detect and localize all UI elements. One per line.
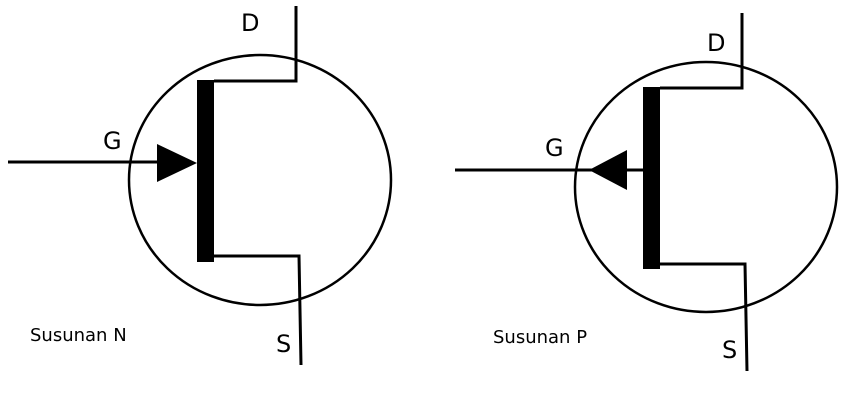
n-channel-caption: Susunan N	[30, 325, 127, 346]
n-channel-source-lead	[214, 254, 303, 366]
p-channel-jfet-symbol: D G S Susunan P	[455, 13, 839, 372]
n-channel-channel-bar	[197, 80, 214, 262]
p-channel-drain-lead	[660, 13, 744, 90]
p-channel-channel-bar	[643, 87, 660, 269]
n-channel-jfet-symbol: D G S Susunan N	[8, 6, 393, 366]
p-channel-gate-label: G	[545, 134, 564, 162]
n-channel-envelope-circle	[127, 53, 393, 307]
p-channel-envelope-circle	[573, 60, 839, 314]
n-channel-drain-lead	[214, 6, 298, 83]
n-channel-source-label: S	[276, 330, 291, 358]
p-channel-source-lead	[660, 262, 749, 372]
p-channel-caption: Susunan P	[493, 327, 587, 348]
p-channel-drain-label: D	[707, 29, 725, 57]
p-channel-source-label: S	[722, 336, 737, 364]
n-channel-gate-label: G	[103, 127, 122, 155]
n-channel-gate-arrow-icon	[157, 144, 197, 182]
n-channel-drain-label: D	[241, 9, 259, 37]
p-channel-gate-arrow-icon	[589, 150, 627, 190]
